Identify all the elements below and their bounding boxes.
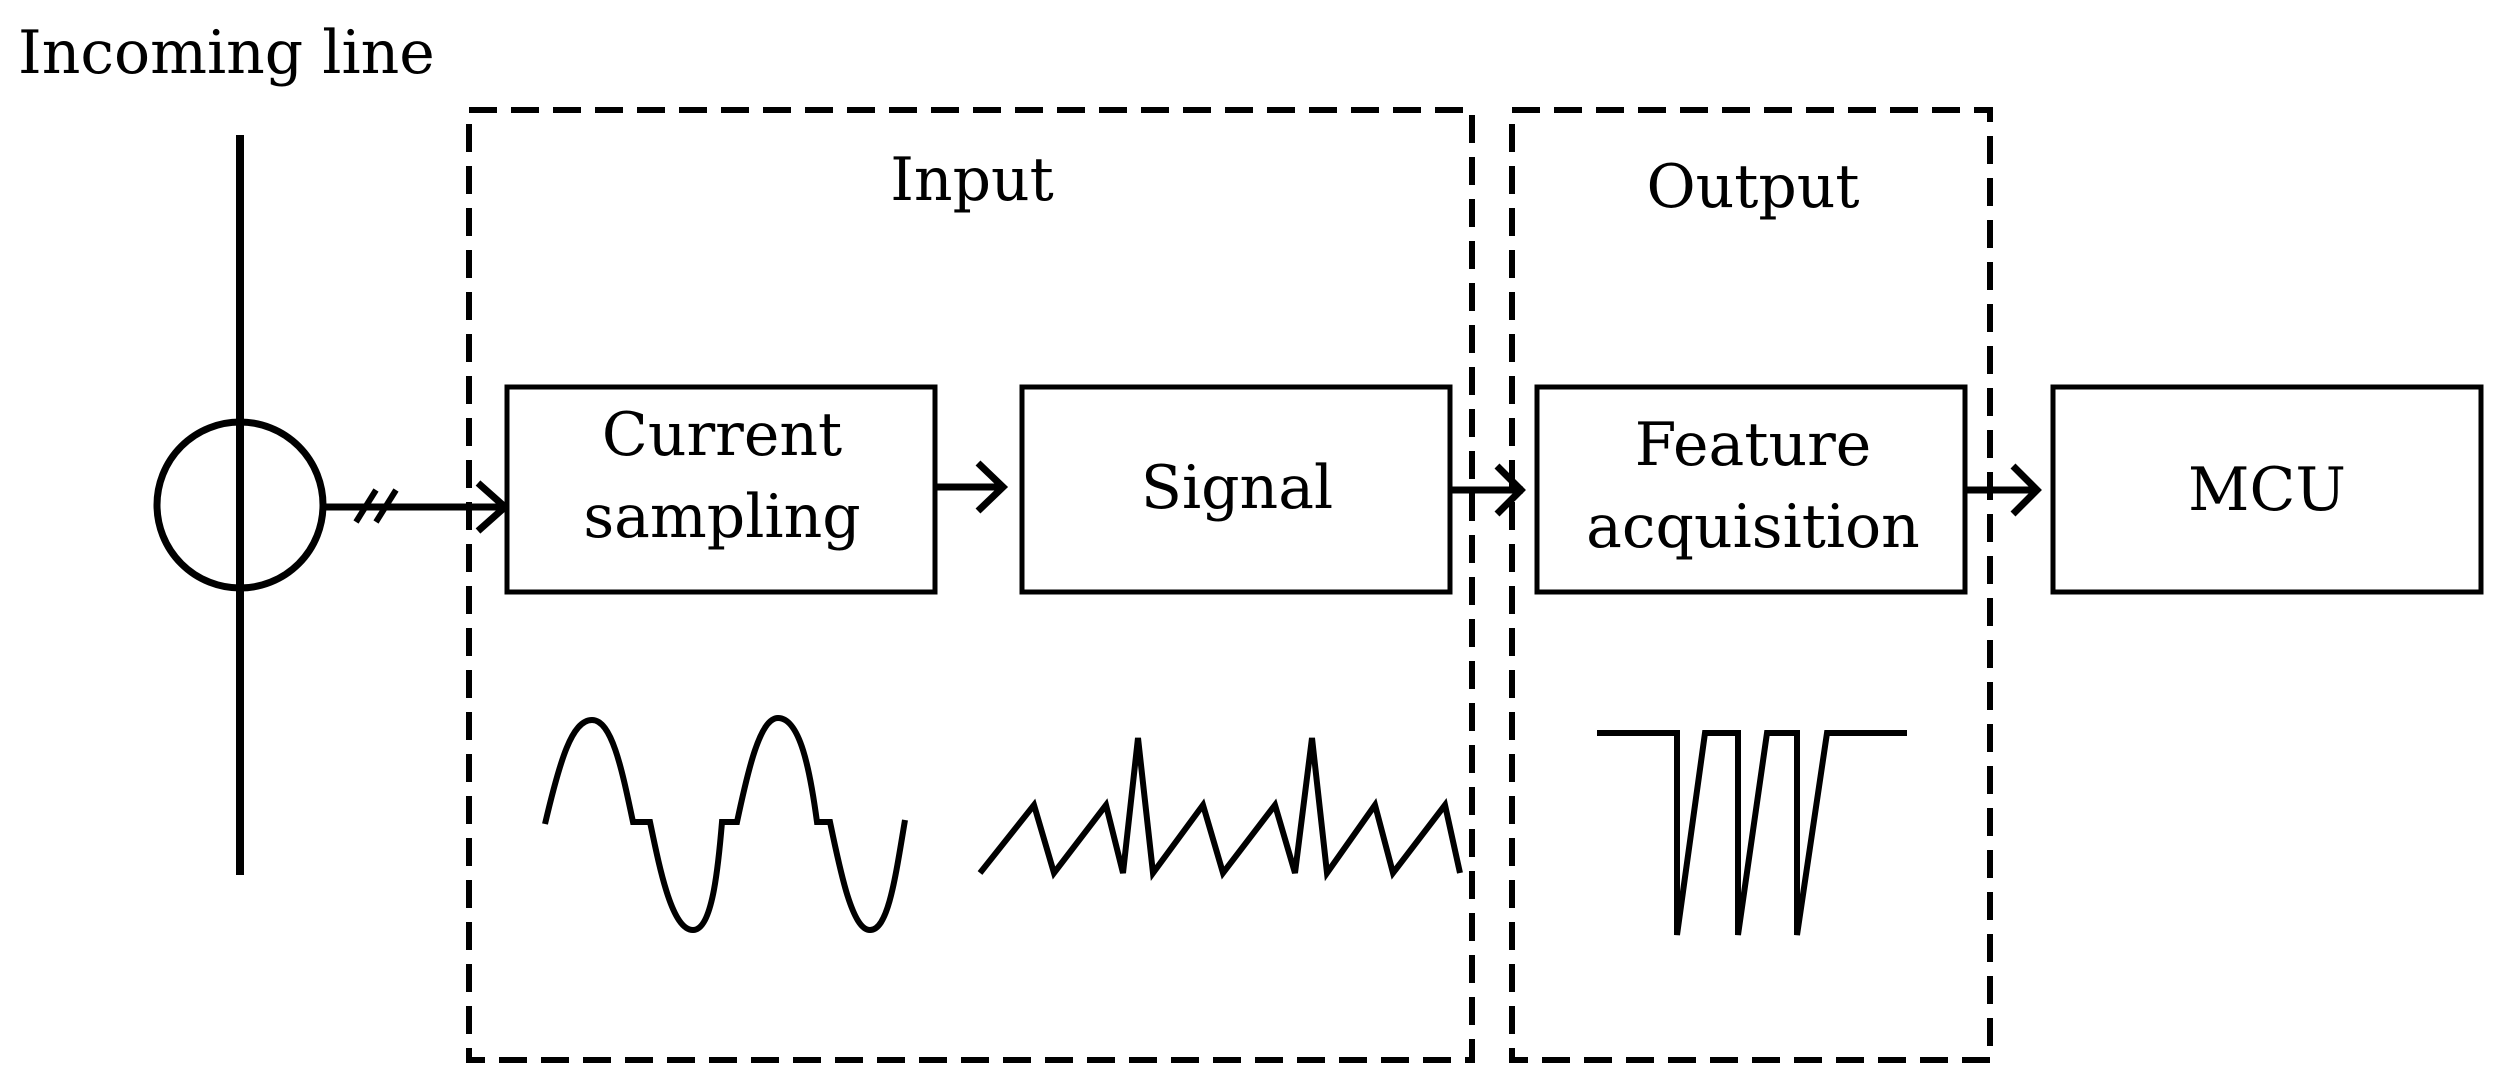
current-sampling-label-line1: Current: [602, 400, 842, 470]
incoming-line-label: Incoming line: [18, 18, 435, 88]
current-sampling-label-line2: sampling: [583, 482, 860, 552]
arrow-signal-to-feature-head: [1494, 463, 1526, 517]
feature-pulse-waveform: [1597, 730, 1907, 936]
mcu-block: [2050, 384, 2484, 595]
current-sampling-block: [504, 384, 938, 595]
mcu-label: MCU: [2188, 455, 2346, 525]
feature-acquisition-label-line2: acquisition: [1586, 492, 1920, 562]
arrow-sampling-to-signal-head: [975, 460, 1009, 514]
feature-acquisition-label-line1: Feature: [1635, 410, 1872, 480]
input-group-label: Input: [890, 145, 1054, 215]
signal-label: Signal: [1141, 453, 1333, 523]
output-group-label: Output: [1646, 152, 1859, 222]
input-group-box: [466, 107, 1475, 1063]
sampled-sine-waveform: [542, 714, 908, 934]
signal-block: [1019, 384, 1453, 595]
signal-sawtooth-waveform: [977, 737, 1463, 882]
arrow-feature-to-mcu-head: [2010, 463, 2042, 517]
double-slash-marker: [353, 488, 399, 524]
